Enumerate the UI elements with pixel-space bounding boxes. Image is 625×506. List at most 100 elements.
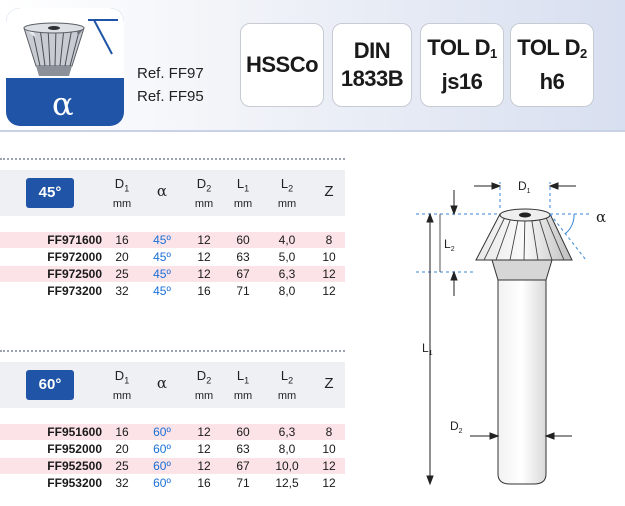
cell-l1: 71 <box>236 476 250 490</box>
cell-z: 12 <box>322 284 336 298</box>
cell-alpha: 45º <box>153 267 171 281</box>
cell-d2: 12 <box>197 459 211 473</box>
cell-d2: 16 <box>197 284 211 298</box>
diagram-label-l2: L2 <box>444 237 455 253</box>
cell-z: 10 <box>322 250 336 264</box>
cell-d2: 12 <box>197 267 211 281</box>
cutter-dimension-diagram: D1 α L2 L1 D2 <box>416 179 606 486</box>
cell-l2: 5,0 <box>278 250 296 264</box>
cell-alpha: 60º <box>153 459 171 473</box>
cell-z: 12 <box>322 267 336 281</box>
cell-alpha: 45º <box>153 250 171 264</box>
cell-alpha: 45º <box>153 233 171 247</box>
cell-ref: FF952500 <box>47 459 102 473</box>
cell-l1: 63 <box>236 442 250 456</box>
badge-din-standard: DIN 1833B <box>332 23 412 107</box>
cell-l2: 12,5 <box>275 476 299 490</box>
col-head-z: Z <box>324 375 334 392</box>
table-separator <box>0 158 345 160</box>
cell-ref: FF953200 <box>47 476 102 490</box>
cell-alpha: 60º <box>153 476 171 490</box>
angle-badge-45: 45° <box>26 178 74 208</box>
cell-alpha: 60º <box>153 425 171 439</box>
cell-alpha: 45º <box>153 284 171 298</box>
table-row: FF971600 16 45º 12 60 4,0 8 <box>0 232 345 248</box>
cell-d2: 12 <box>197 425 211 439</box>
badge-tol-d1-line2: js16 <box>441 69 483 94</box>
cell-ref: FF973200 <box>47 284 102 298</box>
cell-ref: FF951600 <box>47 425 102 439</box>
badge-material: HSSCo <box>240 23 324 107</box>
table-row: FF972500 25 45º 12 67 6,3 12 <box>0 266 345 282</box>
cell-alpha: 60º <box>153 442 171 456</box>
cell-z: 12 <box>322 476 336 490</box>
cutter-shank <box>497 272 547 485</box>
cell-d2: 12 <box>197 250 211 264</box>
cell-d1: 25 <box>115 267 129 281</box>
cell-d2: 12 <box>197 233 211 247</box>
cutter-icon <box>23 19 118 76</box>
table-row: FF972000 20 45º 12 63 5,0 10 <box>0 249 345 265</box>
badge-tolerance-d1: TOL D1 js16 <box>420 23 504 107</box>
cell-d2: 16 <box>197 476 211 490</box>
cell-l1: 71 <box>236 284 250 298</box>
cell-d1: 20 <box>115 250 129 264</box>
cell-l1: 63 <box>236 250 250 264</box>
cell-z: 8 <box>325 425 333 439</box>
logo-alpha-symbol: α <box>52 85 74 123</box>
cutter-neck <box>491 259 553 281</box>
table-row: FF973200 32 45º 16 71 8,0 12 <box>0 283 345 299</box>
cell-l1: 60 <box>236 233 250 247</box>
angle-cutter-logo: α <box>6 8 124 126</box>
cell-l2: 10,0 <box>275 459 299 473</box>
badge-din-line1: DIN <box>353 38 391 63</box>
reference-ff97: Ref. FF97 <box>137 65 204 82</box>
cell-d1: 16 <box>115 425 129 439</box>
cell-l1: 60 <box>236 425 250 439</box>
cell-d1: 16 <box>115 233 129 247</box>
cell-z: 8 <box>325 233 333 247</box>
cell-l1: 67 <box>236 267 250 281</box>
cell-d1: 20 <box>115 442 129 456</box>
cell-d2: 12 <box>197 442 211 456</box>
table-separator <box>0 350 345 352</box>
cutter-bore <box>519 212 531 218</box>
diagram-label-d2: D2 <box>450 419 463 435</box>
cell-ref: FF952000 <box>47 442 102 456</box>
badge-tolerance-d2: TOL D2 h6 <box>510 23 594 107</box>
col-head-z: Z <box>324 183 334 200</box>
cell-l2: 4,0 <box>278 233 296 247</box>
col-head-alpha: α <box>156 182 168 200</box>
diagram-label-alpha: α <box>596 208 606 226</box>
cell-z: 10 <box>322 442 336 456</box>
cell-d1: 25 <box>115 459 129 473</box>
table-row: FF952500 25 60º 12 67 10,0 12 <box>0 458 345 474</box>
badge-tol-d2-line1: TOL D2 <box>517 35 587 61</box>
cell-ref: FF971600 <box>47 233 102 247</box>
cell-z: 12 <box>322 459 336 473</box>
cell-l2: 8,0 <box>278 442 296 456</box>
badge-din-line2: 1833B <box>340 66 404 91</box>
angle-badge-60: 60° <box>26 370 74 400</box>
diagram-label-d1: D1 <box>518 179 531 195</box>
cell-ref: FF972500 <box>47 267 102 281</box>
badge-material-text: HSSCo <box>245 52 319 77</box>
cell-d1: 32 <box>115 476 129 490</box>
cell-l2: 6,3 <box>278 267 296 281</box>
badge-tol-d2-line2: h6 <box>539 69 565 94</box>
cell-l2: 6,3 <box>278 425 296 439</box>
table-row: FF951600 16 60º 12 60 6,3 8 <box>0 424 345 440</box>
cell-ref: FF972000 <box>47 250 102 264</box>
diagram-label-l1: L1 <box>422 341 433 357</box>
